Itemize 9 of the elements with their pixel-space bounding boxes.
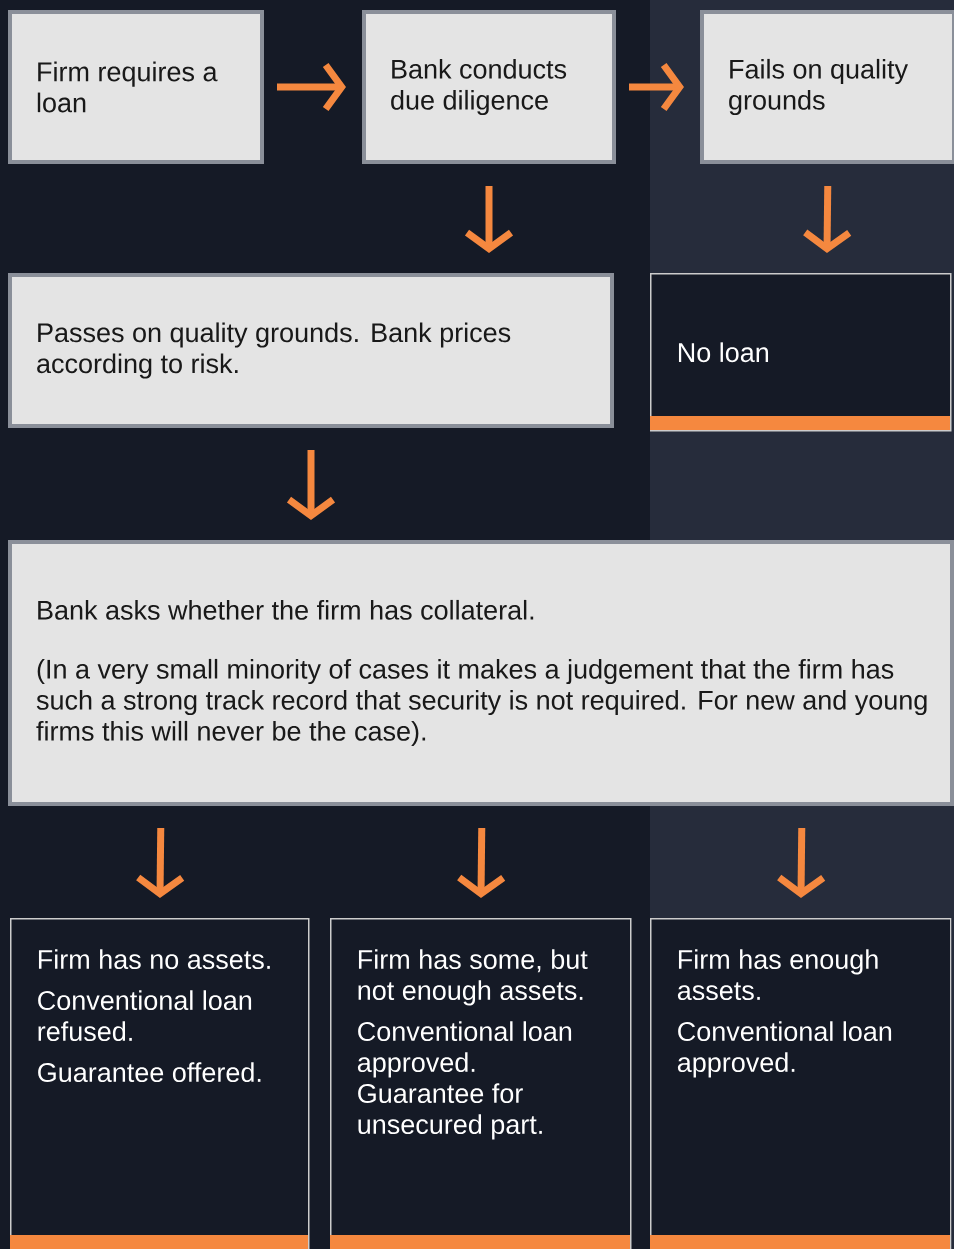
- step-box: Firm requires a loan: [8, 10, 264, 164]
- step-box: Fails on quality grounds: [700, 10, 954, 164]
- outcome-box: No loan: [650, 273, 952, 432]
- step-box: Passes on quality grounds. Bank prices according to risk.: [8, 273, 614, 428]
- outcome-box: Firm has no assets. Conventional loan refused. Guarantee offered.: [10, 918, 310, 1249]
- step-box: Bank asks whether the firm has collateral. (In a very small minority of cases it makes a judgement that the firm has such a strong track record that security is not required. For new and young firms this will never be the case).: [8, 540, 954, 806]
- step-box: Bank conducts due diligence: [362, 10, 616, 164]
- outcome-box: Firm has some, but not enough assets. Conventional loan approved. Guarantee for unsecured part.: [330, 918, 632, 1249]
- outcome-box: Firm has enough assets. Conventional loan approved.: [650, 918, 952, 1249]
